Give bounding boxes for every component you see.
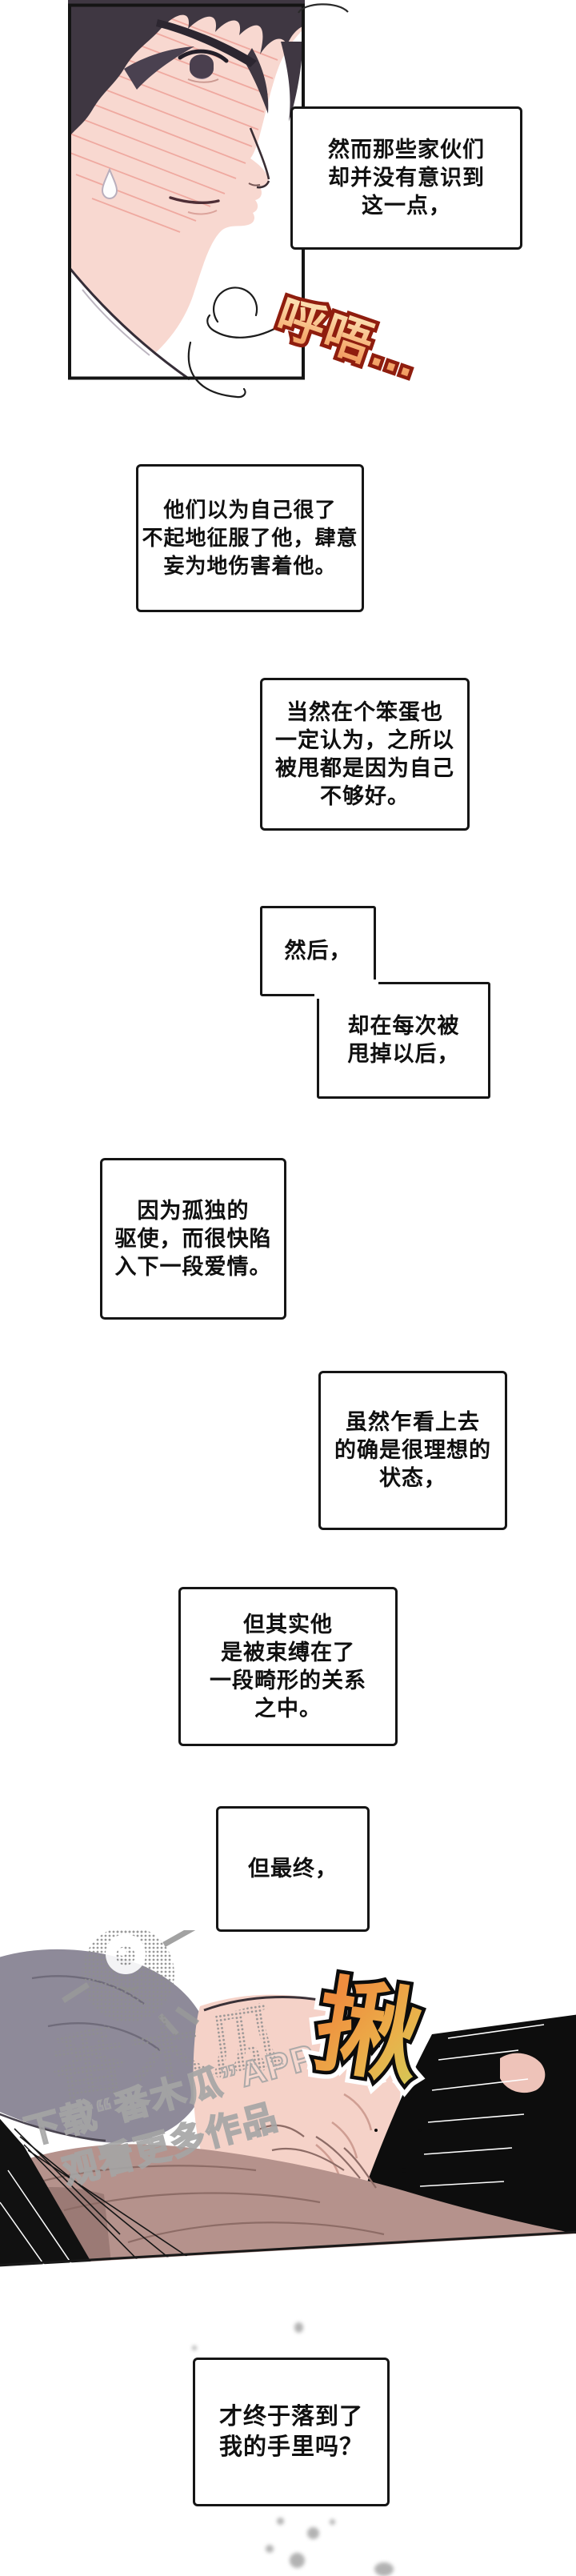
panel-bottom-cut [0,2230,576,2268]
facial-features [101,19,270,215]
sfx-breath-fill: 呼唔… [270,289,469,402]
gray-speck [290,2553,305,2568]
dialog-text: 因为孤独的 驱使，而很快陷 入下一段爱情。 [114,1198,272,1279]
dialog-text: 但其实他 是被束缚在了 一段畸形的关系 之中。 [210,1612,366,1721]
dialog-box-3: 当然在个笨蛋也 一定认为，之所以 被甩都是因为自己 不够好。 [260,678,470,831]
dialog-box-2: 他们以为自己很了 不起地征服了他，肆意 妄为地伤害着他。 [136,464,364,612]
hand-grabbing [193,1994,401,2207]
sweat-drop [101,167,118,199]
gray-speck [330,2519,335,2525]
gray-speck [266,2545,274,2553]
face-panel-illustration [68,0,305,380]
dialog-text: 他们以为自己很了 不起地征服了他，肆意 妄为地伤害着他。 [142,498,358,578]
dialog-text: 却在每次被 甩掉以后， [347,1014,460,1066]
dialog-box-9: 但最终， [216,1806,370,1932]
dialog-box-10: 才终于落到了 我的手里吗？ [193,2358,390,2506]
dialog-text: 虽然乍看上去 的确是很理想的 状态， [334,1410,491,1490]
gray-speck [277,2518,284,2525]
dialog-text: 但最终， [248,1857,338,1881]
dialog-box-7: 虽然乍看上去 的确是很理想的 状态， [318,1371,507,1530]
watermark-mascot [62,1930,199,2037]
speed-lines-white [411,2024,545,2247]
gray-speck [374,2562,394,2576]
sfx-grab-fill: 揪 [308,1964,477,2106]
dialog-box-8: 但其实他 是被束缚在了 一段畸形的关系 之中。 [178,1587,398,1746]
gray-speck [294,2322,303,2333]
gray-speck [307,2527,319,2539]
breath-bubble-arc [298,3,349,14]
box-join-patch [314,980,378,999]
sfx-breath: 呼唔… 呼唔… [245,286,469,474]
speed-wedge [0,2118,206,2268]
dialog-text: 然后， [284,939,352,963]
gray-speck [192,2346,197,2350]
dialog-text: 然而那些家伙们 却并没有意识到 这一点， [328,138,485,218]
sfx-grab: 揪 揪 揪 [300,1957,477,2137]
dialog-box-6: 因为孤独的 驱使，而很快陷 入下一段爱情。 [100,1158,286,1320]
breath-swirl-doodles [187,286,283,399]
dialog-box-5: 却在每次被 甩掉以后， [317,982,490,1099]
dialog-text: 才终于落到了 我的手里吗？ [218,2404,363,2460]
face-skin [68,0,305,380]
grab-scene-illustration: 番木瓜 下载“番木瓜”APP 观看更多作品 [0,1930,576,2268]
dialog-box-1: 然而那些家伙们 却并没有意识到 这一点， [290,106,522,250]
shirt-shoulder [68,264,190,380]
dialog-text: 当然在个笨蛋也 一定认为，之所以 被甩都是因为自己 不够好。 [275,699,454,808]
